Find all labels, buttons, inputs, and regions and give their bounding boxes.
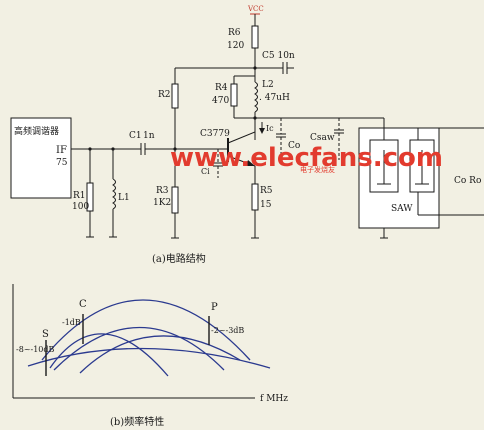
marker-p-value: -2~-3dB bbox=[211, 326, 244, 335]
watermark-sub: 电子发烧友 bbox=[300, 165, 335, 174]
marker-s-value: -8~-10dB bbox=[16, 345, 55, 354]
response-curve bbox=[53, 327, 225, 371]
emitter-arrow bbox=[246, 160, 255, 166]
r2-name: R2 bbox=[158, 90, 171, 100]
l1-inductor bbox=[112, 178, 116, 210]
r6-resistor bbox=[251, 25, 259, 49]
marker-c-label: C bbox=[79, 299, 87, 310]
r2-resistor bbox=[171, 83, 179, 109]
marker-c-value: -1dB bbox=[62, 318, 81, 327]
r3-value: 1K2 bbox=[153, 198, 171, 208]
r4-name: R4 bbox=[215, 83, 228, 93]
r1-value: 100 bbox=[72, 202, 89, 212]
l2-name: L2 bbox=[262, 80, 274, 90]
response-caption: (b)频率特性 bbox=[110, 415, 164, 428]
circuit-caption: (a)电路结构 bbox=[152, 252, 206, 265]
r3-resistor bbox=[171, 186, 179, 214]
response-curve bbox=[49, 333, 169, 377]
load-label: Co Ro bbox=[454, 176, 481, 186]
r6-name: R6 bbox=[228, 28, 241, 38]
ic-label: Ic bbox=[266, 124, 274, 133]
transistor-label: C3779 bbox=[200, 129, 230, 139]
junction bbox=[173, 147, 177, 151]
l2-inductor bbox=[254, 81, 258, 113]
r4-value: 470 bbox=[212, 96, 229, 106]
r5-resistor bbox=[251, 183, 259, 211]
r6-value: 120 bbox=[227, 41, 244, 51]
marker-p-label: P bbox=[211, 302, 218, 313]
csaw-label: Csaw bbox=[310, 133, 335, 143]
x-axis-label: f MHz bbox=[260, 394, 288, 404]
response-curve bbox=[27, 347, 271, 369]
transistor-collector bbox=[227, 131, 256, 144]
if-label: IF bbox=[56, 145, 67, 156]
c5-label: C5 10n bbox=[262, 51, 295, 61]
r1-name: R1 bbox=[73, 191, 86, 201]
l1-name: L1 bbox=[118, 193, 130, 203]
r5-name: R5 bbox=[260, 186, 273, 196]
c1-value: 1n bbox=[143, 131, 155, 141]
ic-arrowhead bbox=[259, 128, 265, 134]
response-curve bbox=[79, 335, 241, 374]
tuner-label: 高频调谐器 bbox=[14, 125, 59, 137]
c1-name: C1 bbox=[129, 131, 142, 141]
marker-s-label: S bbox=[42, 329, 49, 340]
response-curve bbox=[41, 299, 251, 361]
vcc-label: VCC bbox=[247, 5, 264, 13]
r3-name: R3 bbox=[156, 186, 169, 196]
watermark: www.elecfans.com bbox=[170, 143, 443, 173]
l2-value: . 47uH bbox=[259, 93, 290, 103]
tuner-box bbox=[10, 117, 72, 199]
saw-label: SAW bbox=[391, 204, 413, 214]
r5-value: 15 bbox=[260, 200, 272, 210]
r4-resistor bbox=[230, 83, 238, 107]
co-label: Co bbox=[288, 141, 300, 151]
ci-label: Ci bbox=[201, 167, 210, 176]
if-value: 75 bbox=[56, 158, 68, 168]
